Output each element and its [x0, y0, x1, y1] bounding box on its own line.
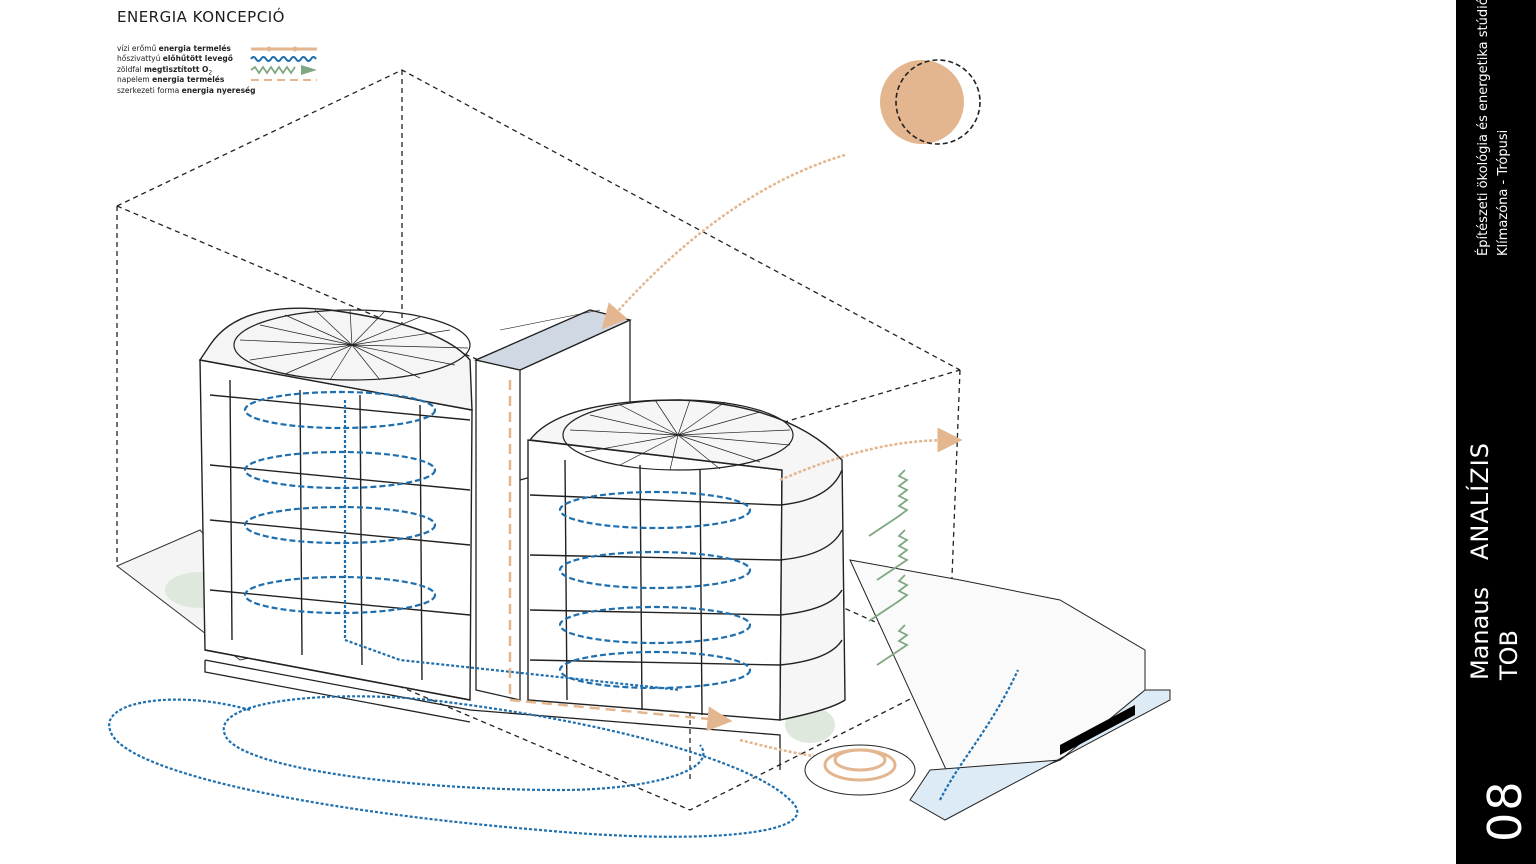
air-loops	[243, 390, 752, 690]
city-label: Manaus	[1466, 586, 1494, 680]
building-right-block	[527, 399, 846, 721]
energy-paths	[508, 153, 963, 762]
legend: vízi erőmű energia termelés hőszivattyú …	[117, 44, 337, 96]
legend-item-heatpump: hőszivattyú előhűtött levegő	[117, 54, 337, 64]
green-wall-arrows	[868, 469, 909, 666]
legend-item-hydro: vízi erőmű energia termelés	[117, 44, 337, 54]
building-left-block	[198, 307, 473, 701]
section-label: ANALÍZIS	[1466, 442, 1494, 560]
energy-concept-diagram	[108, 59, 1171, 838]
roof-shade-right	[562, 399, 794, 471]
sun-icon	[880, 59, 981, 145]
legend-item-greenwall: zöldfal megtisztított O2	[117, 64, 337, 76]
wavy-air-icon	[250, 56, 317, 63]
water-turbine	[804, 744, 916, 796]
sidebar	[1456, 0, 1536, 864]
legend-item-structure: szerkezeti forma energia nyereség	[117, 85, 256, 95]
roof-shade-left	[233, 309, 471, 381]
page-number: 08	[1478, 779, 1532, 842]
foundation	[204, 659, 781, 770]
page-title: ENERGIA KONCEPCIÓ	[117, 8, 285, 26]
legend-item-solar: napelem energia termelés	[117, 75, 337, 85]
green-arrow-icon	[250, 64, 317, 75]
project-label: TOB	[1495, 629, 1523, 680]
energy-line-icon	[251, 46, 317, 52]
studio-label: Építészeti ökológia és energetika stúdió	[1476, 0, 1491, 256]
heat-pump-loop	[108, 400, 1019, 838]
climate-label: Klímazóna - Trópusi	[1496, 129, 1511, 256]
dashed-energy-icon	[251, 79, 317, 82]
